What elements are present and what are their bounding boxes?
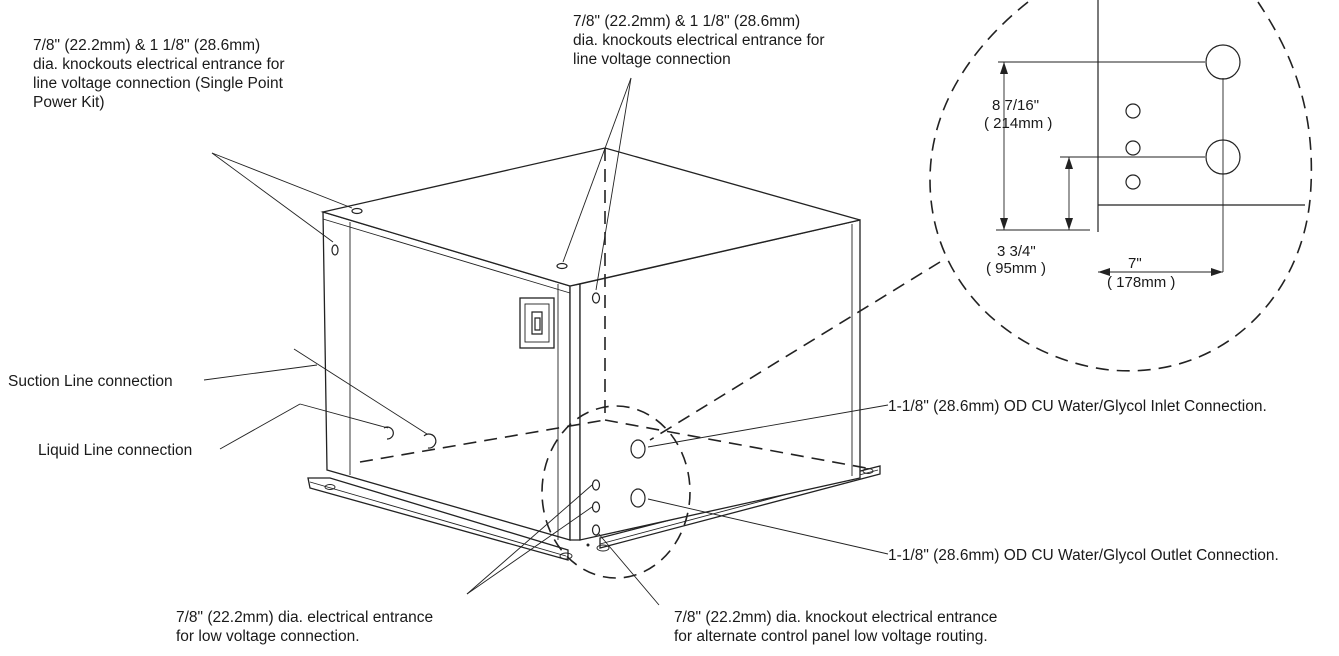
label-alternate-routing: 7/8" (22.2mm) dia. knockout electrical e… — [674, 609, 1002, 645]
dim-vertical-small-metric: ( 95mm ) — [986, 260, 1046, 277]
leader-lines — [203, 77, 889, 606]
detail-zoom-circle — [541, 405, 691, 579]
suction-line-port — [423, 433, 437, 449]
label-suction-line: Suction Line connection — [8, 373, 173, 390]
top-knockout — [556, 262, 568, 270]
low-voltage-hole — [591, 524, 601, 536]
side-knockout — [591, 292, 601, 304]
corner-post — [569, 283, 581, 541]
mounting-hole — [324, 484, 336, 490]
water-inlet-port — [630, 439, 646, 459]
detail-port-upper — [1205, 44, 1241, 80]
label-water-inlet: 1-1/8" (28.6mm) OD CU Water/Glycol Inlet… — [888, 398, 1267, 415]
detail-view: 8 7/16" ( 214mm ) 3 3/4" ( 95mm ) 7" ( 1… — [649, 0, 1313, 441]
dim-vertical-large-imperial: 8 7/16" — [992, 97, 1039, 114]
left-knockout — [331, 244, 339, 256]
dim-horizontal-imperial: 7" — [1128, 255, 1142, 272]
dim-horizontal-metric: ( 178mm ) — [1107, 274, 1175, 291]
mounting-hole — [559, 552, 573, 560]
low-voltage-hole — [591, 479, 601, 491]
detail-hole — [1125, 174, 1141, 190]
disconnect-switch-icon — [519, 297, 555, 349]
detail-hole — [1125, 103, 1141, 119]
label-low-voltage: 7/8" (22.2mm) dia. electrical entrance f… — [176, 609, 437, 645]
dim-vertical-small-imperial: 3 3/4" — [997, 243, 1036, 260]
low-voltage-hole — [591, 501, 601, 513]
dim-vertical-large-metric: ( 214mm ) — [984, 115, 1052, 132]
mounting-hole — [862, 468, 874, 474]
top-panel — [320, 147, 861, 287]
top-knockout — [351, 207, 363, 215]
label-water-outlet: 1-1/8" (28.6mm) OD CU Water/Glycol Outle… — [888, 547, 1279, 564]
label-liquid-line: Liquid Line connection — [38, 442, 192, 459]
label-top-left: 7/8" (22.2mm) & 1 1/8" (28.6mm) dia. kno… — [33, 37, 289, 111]
label-top-center: 7/8" (22.2mm) & 1 1/8" (28.6mm) dia. kno… — [573, 13, 829, 68]
water-outlet-port — [630, 488, 646, 508]
mounting-hole — [596, 544, 610, 552]
cabinet-drawing — [307, 147, 881, 579]
detail-hole — [1125, 140, 1141, 156]
